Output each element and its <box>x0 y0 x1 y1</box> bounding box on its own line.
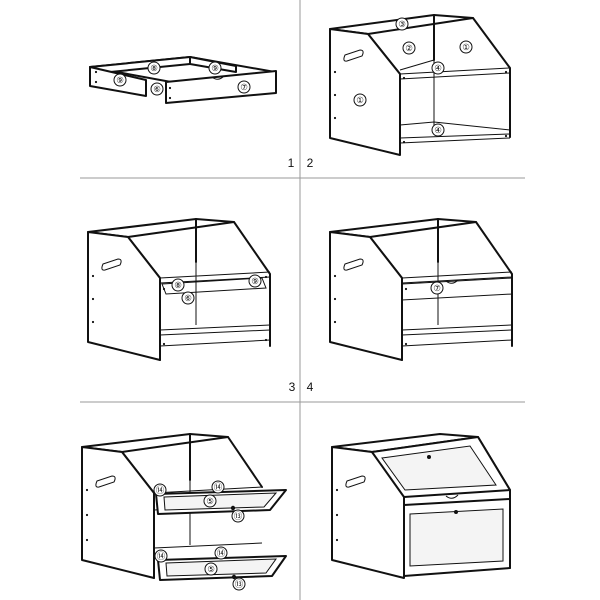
svg-text:②: ② <box>405 43 413 53</box>
left-side-panel <box>329 28 401 156</box>
part-label-1-left: ① <box>353 93 367 107</box>
panel-finished-cabinet <box>331 433 511 579</box>
part-label-5-upper: ⑤ <box>203 494 217 508</box>
upper-door-glass <box>381 445 497 491</box>
step-number-1: 1 <box>288 156 295 170</box>
svg-text:⑥: ⑥ <box>153 84 161 94</box>
grid-separators <box>80 0 525 600</box>
dowel-holes <box>335 488 339 542</box>
upper-door-glass <box>163 492 278 511</box>
svg-text:③: ③ <box>398 19 406 29</box>
dowel-holes <box>333 70 508 144</box>
part-label-5-lower: ⑤ <box>204 562 218 576</box>
panel-step-5-attach-doors: ⑭ ⑭ ⑤ ⑬ ⑭ ⑭ ⑤ ⑬ <box>81 433 287 591</box>
svg-text:⑥: ⑥ <box>184 293 192 303</box>
panel-step-3-insert-drawer-frame: ⑨ ⑧ ⑥ <box>87 218 271 361</box>
svg-text:⑦: ⑦ <box>433 283 441 293</box>
svg-text:⑨: ⑨ <box>211 63 219 73</box>
part-label-14-lower-left: ⑭ <box>154 549 168 563</box>
part-label-7: ⑦ <box>430 281 444 295</box>
door-knobs <box>427 455 458 514</box>
back-frame <box>127 218 271 361</box>
svg-text:⑧: ⑧ <box>174 280 182 290</box>
shelves <box>401 262 513 347</box>
part-label-13-lower: ⑬ <box>232 577 246 591</box>
panel-step-1-drawer: ⑧ ⑨ ⑨ ⑥ ⑦ <box>89 56 277 104</box>
part-label-9-right: ⑨ <box>208 61 222 75</box>
back-frame <box>369 218 513 361</box>
step-number-3: 3 <box>289 380 296 394</box>
svg-text:⑤: ⑤ <box>206 496 214 506</box>
dowel-holes <box>91 274 268 346</box>
handle-cutout <box>343 49 364 62</box>
handle-cutout <box>101 258 122 271</box>
part-label-14-upper-left: ⑭ <box>153 483 167 497</box>
drawer-pull-notch <box>211 75 225 80</box>
svg-text:④: ④ <box>434 63 442 73</box>
left-side-panel <box>87 231 161 361</box>
panel-step-2-carcass: ③ ② ① ④ ① ④ <box>329 14 511 156</box>
part-label-8: ⑧ <box>147 61 161 75</box>
step-number-2: 2 <box>307 156 314 170</box>
svg-text:⑭: ⑭ <box>157 551 166 561</box>
part-label-9: ⑨ <box>248 274 262 288</box>
drawer-front <box>401 277 513 301</box>
shelf-bottom <box>399 121 511 144</box>
handle-cutout <box>343 258 364 271</box>
drawer-frame <box>161 277 267 295</box>
dowel-holes <box>333 274 408 346</box>
svg-text:⑭: ⑭ <box>156 485 165 495</box>
part-label-3: ③ <box>395 17 409 31</box>
svg-text:⑦: ⑦ <box>240 82 248 92</box>
part-label-14-upper-right: ⑭ <box>211 480 225 494</box>
part-label-2: ② <box>402 41 416 55</box>
drawer-front-panel <box>165 70 277 104</box>
left-side-panel <box>329 231 403 361</box>
dowel-holes <box>94 70 172 100</box>
svg-text:①: ① <box>462 42 470 52</box>
svg-text:①: ① <box>356 95 364 105</box>
shelf-top <box>399 59 511 130</box>
part-label-4-lower: ④ <box>431 123 445 137</box>
part-label-6: ⑥ <box>181 291 195 305</box>
middle-drawer-front <box>403 489 511 506</box>
svg-text:⑬: ⑬ <box>234 511 243 521</box>
door-knobs <box>230 505 237 580</box>
panel-step-4-drawer-installed: ⑦ <box>329 218 513 361</box>
part-label-13-upper: ⑬ <box>231 509 245 523</box>
drawer-pull-notch <box>445 279 459 284</box>
part-label-1-right: ① <box>459 40 473 54</box>
drawer-pull-notch <box>445 494 459 499</box>
part-label-14-lower-right: ⑭ <box>214 546 228 560</box>
part-label-4-upper: ④ <box>431 61 445 75</box>
svg-text:⑧: ⑧ <box>150 63 158 73</box>
step-number-4: 4 <box>307 380 314 394</box>
handle-cutout <box>95 475 116 488</box>
part-label-9-left: ⑨ <box>113 73 127 87</box>
part-label-7: ⑦ <box>237 80 251 94</box>
part-label-6: ⑥ <box>150 82 164 96</box>
svg-text:⑭: ⑭ <box>214 482 223 492</box>
shelves <box>159 262 271 347</box>
svg-text:⑭: ⑭ <box>217 548 226 558</box>
dowel-holes <box>85 488 89 542</box>
svg-text:⑨: ⑨ <box>251 276 259 286</box>
handle-cutout <box>345 475 366 488</box>
back-frame <box>367 14 511 153</box>
svg-text:⑨: ⑨ <box>116 75 124 85</box>
svg-text:⑬: ⑬ <box>235 579 244 589</box>
svg-text:④: ④ <box>434 125 442 135</box>
left-side-panel <box>81 446 155 579</box>
lower-door-glass <box>165 558 277 577</box>
part-label-8: ⑧ <box>171 278 185 292</box>
lower-door-glass <box>409 508 504 567</box>
svg-text:⑤: ⑤ <box>207 564 215 574</box>
